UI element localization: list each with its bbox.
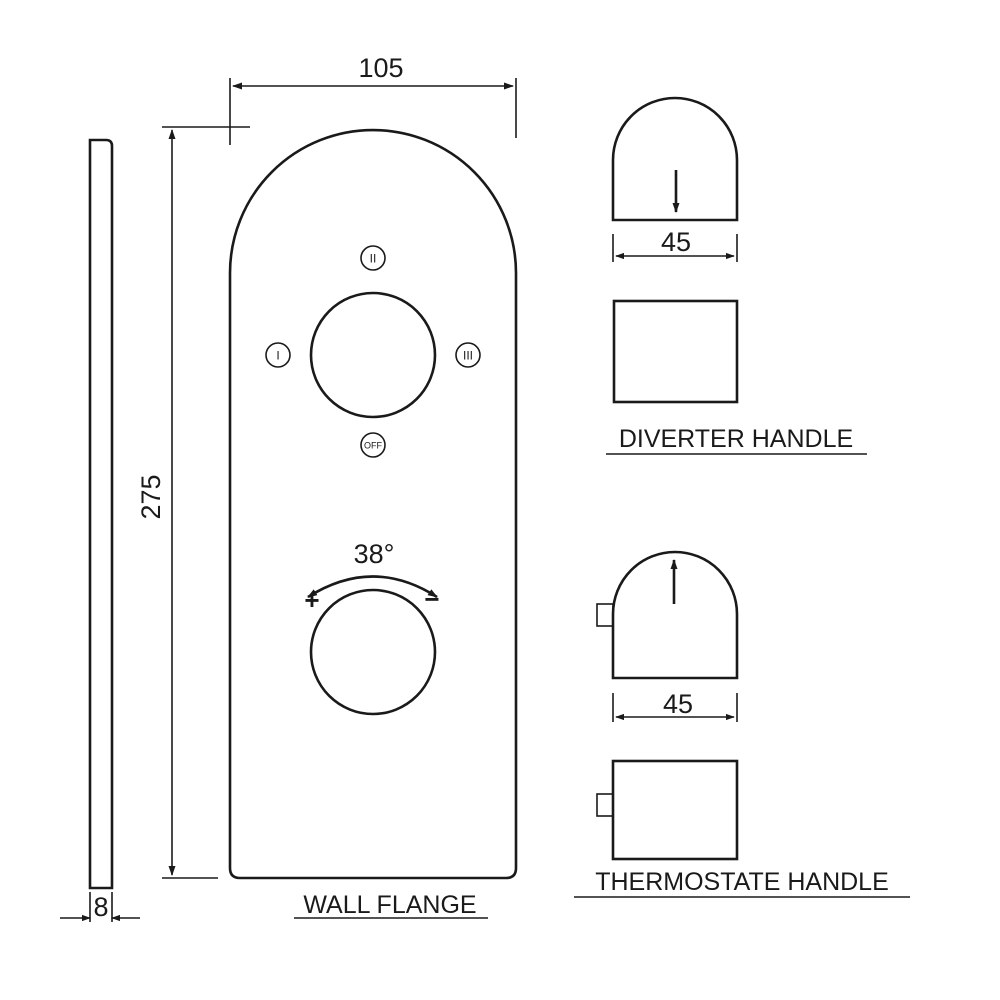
rotation-indicator: 38° + − (304, 539, 439, 615)
svg-text:DIVERTER HANDLE: DIVERTER HANDLE (619, 425, 853, 453)
diverter-cutout (309, 291, 437, 419)
svg-text:OFF: OFF (364, 441, 382, 451)
minus-symbol: − (424, 584, 439, 614)
rotation-angle: 38° (354, 539, 395, 569)
position-marker-2: II (360, 245, 386, 271)
wall-flange-label: WALL FLANGE (294, 891, 488, 919)
flange-side-profile (88, 138, 114, 890)
wall-flange-front (228, 128, 518, 880)
thermostat-cutout (309, 588, 437, 716)
svg-text:II: II (370, 252, 377, 266)
diverter-width-value: 45 (661, 227, 691, 257)
width-value: 105 (358, 53, 403, 83)
thermostat-width-value: 45 (663, 689, 693, 719)
thickness-value: 8 (93, 892, 108, 922)
position-marker-3: III (455, 342, 481, 368)
position-marker-1: I (265, 342, 291, 368)
width-dimension: 105 (229, 53, 517, 145)
diverter-handle-top-view (611, 96, 739, 222)
thermostat-width-dimension: 45 (612, 689, 738, 722)
svg-text:THERMOSTATE HANDLE: THERMOSTATE HANDLE (595, 868, 889, 896)
position-marker-off: OFF (360, 432, 386, 458)
diverter-width-dimension: 45 (612, 227, 738, 262)
svg-text:III: III (463, 349, 473, 363)
diverter-handle-side-view (612, 299, 739, 404)
diverter-handle-label: DIVERTER HANDLE (606, 425, 867, 455)
svg-text:WALL FLANGE: WALL FLANGE (303, 891, 476, 919)
height-dimension: 275 (136, 126, 250, 879)
thermostat-handle-label: THERMOSTATE HANDLE (574, 868, 910, 898)
thermostat-handle-side-view (596, 759, 739, 861)
thickness-dimension: 8 (60, 892, 140, 922)
svg-text:I: I (276, 349, 279, 363)
plus-symbol: + (304, 585, 319, 615)
thermostat-handle-top-view (596, 550, 739, 680)
height-value: 275 (136, 474, 166, 519)
